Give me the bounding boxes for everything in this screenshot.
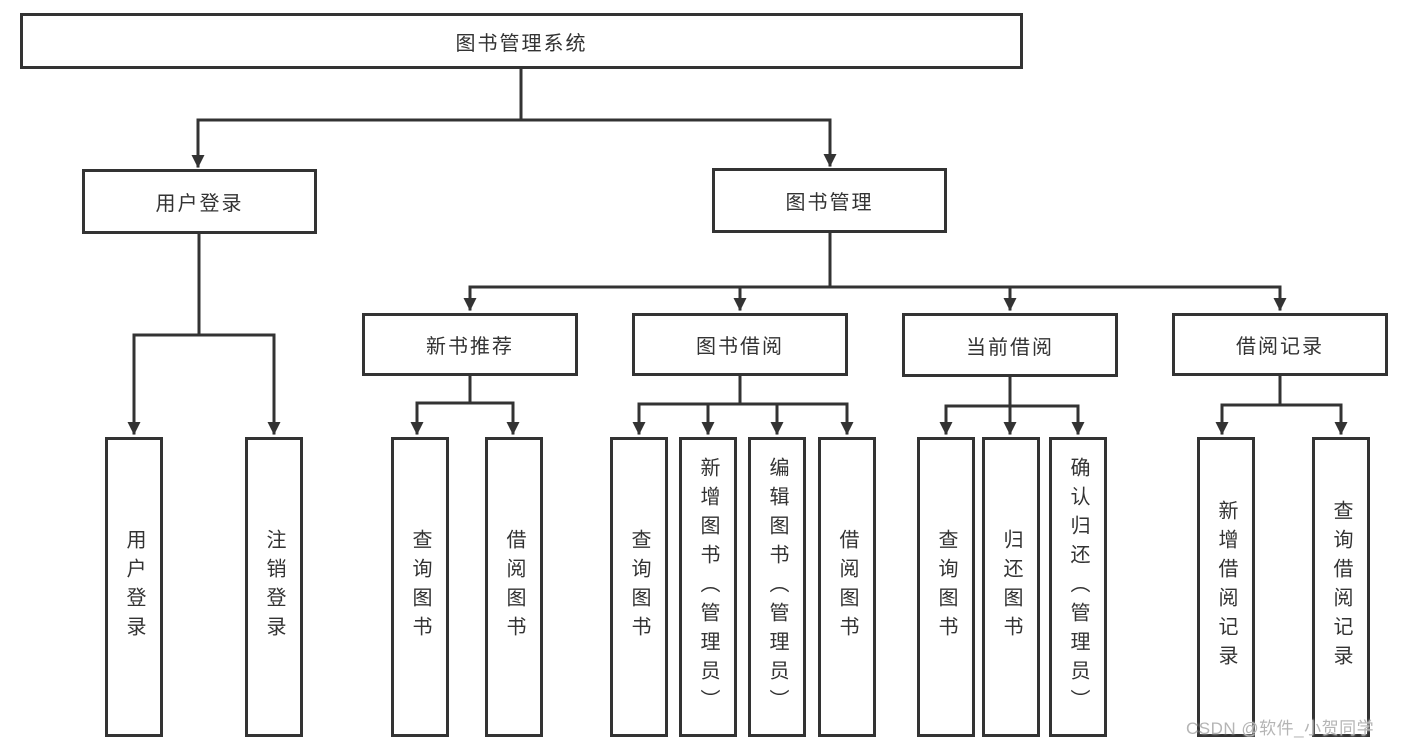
- leaf-logout: 注销登录: [245, 437, 303, 737]
- leaf-query-borrow-record: 查询借阅记录: [1312, 437, 1370, 737]
- node-book-management: 图书管理: [712, 168, 947, 233]
- node-current-borrowing: 当前借阅: [902, 313, 1118, 377]
- leaf-user-login: 用户登录: [105, 437, 163, 737]
- leaf-return-books: 归还图书: [982, 437, 1040, 737]
- node-library-management-system: 图书管理系统: [20, 13, 1023, 69]
- leaf-query-books-current: 查询图书: [917, 437, 975, 737]
- csdn-watermark: CSDN @软件_小贺同学: [1186, 719, 1375, 738]
- leaf-query-books-borrowing: 查询图书: [610, 437, 668, 737]
- leaf-confirm-return-admin: 确认归还（管理员）: [1049, 437, 1107, 737]
- leaf-borrow-books-recommend: 借阅图书: [485, 437, 543, 737]
- leaf-edit-book-admin: 编辑图书（管理员）: [748, 437, 806, 737]
- node-book-borrowing: 图书借阅: [632, 313, 848, 376]
- leaf-query-books-recommend: 查询图书: [391, 437, 449, 737]
- leaf-borrow-books-borrowing: 借阅图书: [818, 437, 876, 737]
- node-user-login: 用户登录: [82, 169, 317, 234]
- node-borrowing-records: 借阅记录: [1172, 313, 1388, 376]
- leaf-add-book-admin: 新增图书（管理员）: [679, 437, 737, 737]
- leaf-add-borrow-record: 新增借阅记录: [1197, 437, 1255, 737]
- node-new-book-recommend: 新书推荐: [362, 313, 578, 376]
